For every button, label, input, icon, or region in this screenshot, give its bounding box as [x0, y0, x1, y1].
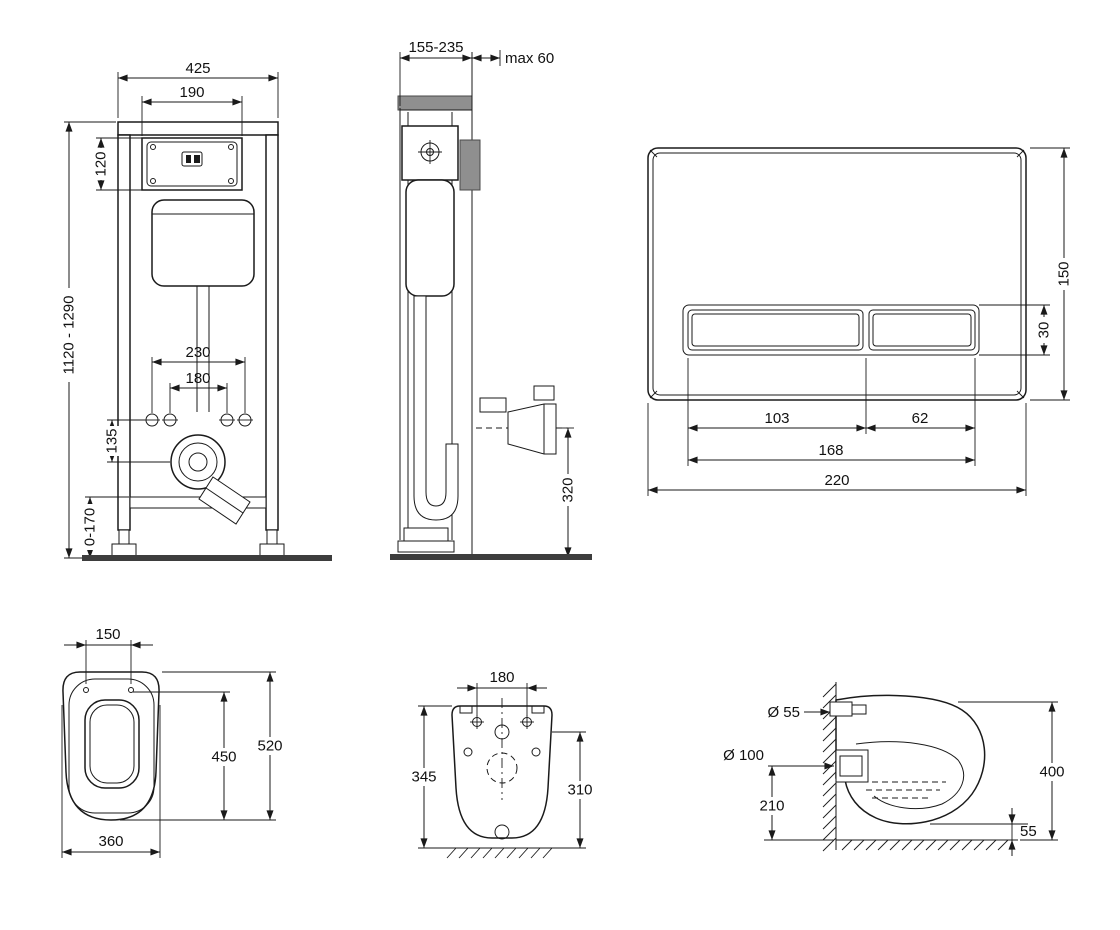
- dim-120: 120: [93, 148, 110, 180]
- wall-connections: [476, 385, 568, 455]
- dim-210: 210: [755, 797, 789, 815]
- bowl-top-view: 150 450 520 360: [61, 626, 287, 858]
- cistern-tank: [151, 199, 255, 287]
- bowl-rear-view: 180 345 310: [407, 669, 597, 859]
- dim-520: 520: [253, 737, 287, 755]
- rear-bottom-boss: [494, 824, 510, 840]
- rear-side-hole-left: [463, 747, 473, 757]
- frame-right-rail: [265, 134, 279, 531]
- dim-103: 103: [764, 410, 789, 427]
- dim-62: 62: [912, 410, 929, 427]
- svg-text:0-170: 0-170: [82, 508, 99, 546]
- svg-text:450: 450: [211, 749, 236, 766]
- svg-text:30: 30: [1036, 322, 1053, 339]
- rear-inlet-hole: [494, 724, 510, 740]
- svg-text:210: 210: [759, 798, 784, 815]
- dim-30: 30: [1036, 317, 1053, 343]
- bowl-side-outline: [835, 694, 986, 825]
- dim-foot-adjust: 0-170: [82, 504, 99, 550]
- outlet-bell: [507, 403, 557, 455]
- lid-inner-line: [68, 678, 155, 814]
- svg-text:135: 135: [104, 428, 121, 453]
- cistern-side: [401, 125, 459, 297]
- svg-text:120: 120: [93, 151, 110, 176]
- flush-plate-body: [647, 147, 1027, 401]
- dim-220: 220: [824, 472, 849, 489]
- svg-text:320: 320: [560, 477, 577, 502]
- dim-height-range: 1120 - 1290: [61, 288, 78, 382]
- dim-190: 190: [179, 84, 204, 101]
- svg-text:345: 345: [411, 769, 436, 786]
- wall-fix-block: [459, 139, 481, 191]
- dim-320: 320: [560, 474, 577, 506]
- flush-plate-view: 30 150 103 62 168 220: [647, 147, 1073, 496]
- svg-text:150: 150: [1056, 261, 1073, 286]
- flush-access-box: [141, 137, 243, 191]
- flush-connector: [479, 397, 507, 413]
- inlet-fitting: [829, 701, 853, 717]
- flush-button-icon: [181, 151, 203, 167]
- water-lines: [862, 781, 946, 799]
- frame-right-foot-stem: [266, 529, 278, 545]
- rear-drain-circle: [486, 752, 518, 784]
- dim-135: 135: [104, 426, 121, 456]
- rear-mount-holes: [470, 715, 534, 729]
- dim-bottom-gap: 55: [1020, 823, 1037, 840]
- dim-345: 345: [407, 768, 441, 786]
- frame-front-view: 425 190 120 1120 - 1290 230 180 135: [61, 60, 332, 561]
- dim-230: 230: [185, 344, 210, 361]
- frame-right-foot-plate: [259, 543, 285, 557]
- side-foot: [403, 527, 449, 542]
- frame-side-view: 155-235 max 60 320: [390, 39, 592, 560]
- ground-hatch: [446, 847, 558, 859]
- seat-opening: [84, 699, 140, 789]
- flush-button-small: [868, 309, 976, 351]
- flush-button-large: [687, 309, 864, 351]
- svg-text:520: 520: [257, 738, 282, 755]
- drain-bend-pipe: [413, 295, 459, 521]
- frame-left-foot-plate: [111, 543, 137, 557]
- frame-lower-crossbar: [129, 496, 267, 509]
- rear-side-hole-right: [531, 747, 541, 757]
- dim-360: 360: [98, 833, 123, 850]
- bowl-inner-rim: [855, 741, 964, 810]
- dim-rear-180: 180: [489, 669, 514, 686]
- bowl-side-view: Ø 55 Ø 100 210 400 55: [723, 682, 1069, 856]
- dim-168: 168: [818, 442, 843, 459]
- svg-text:1120 - 1290: 1120 - 1290: [61, 296, 78, 375]
- dim-wall-max: max 60: [505, 50, 554, 67]
- frame-left-foot-stem: [118, 529, 130, 545]
- dim-hinge-150: 150: [95, 626, 120, 643]
- dim-plate-height: 150: [1056, 258, 1073, 290]
- fixing-holes: [144, 413, 253, 427]
- dim-400: 400: [1035, 763, 1069, 781]
- wall-bracket: [397, 95, 473, 111]
- dim-inlet-diameter: Ø 55: [767, 704, 800, 721]
- dim-180: 180: [185, 370, 210, 387]
- dim-450: 450: [207, 748, 241, 766]
- drain-fitting: [835, 749, 869, 783]
- hinge-left: [83, 687, 89, 693]
- frame-left-rail: [117, 134, 131, 531]
- dim-depth-range: 155-235: [408, 39, 463, 56]
- dim-outlet-diameter: Ø 100: [723, 747, 764, 764]
- frame-top-crossbar: [117, 121, 279, 136]
- floor-hatch: [836, 839, 1018, 851]
- supply-stub: [533, 385, 555, 401]
- hinge-right: [128, 687, 134, 693]
- drain-outlet: [170, 434, 251, 525]
- dim-310: 310: [563, 781, 597, 799]
- dim-425: 425: [185, 60, 210, 77]
- svg-text:310: 310: [567, 782, 592, 799]
- side-foot-plate: [397, 540, 455, 553]
- svg-text:400: 400: [1039, 764, 1064, 781]
